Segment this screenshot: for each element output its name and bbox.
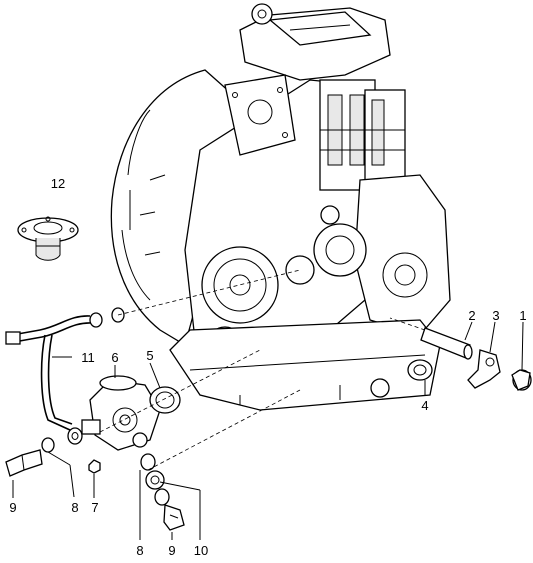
callout-3: 3 (492, 308, 499, 323)
part-6-fuel-pump (81, 375, 161, 451)
callout-6: 6 (111, 350, 118, 365)
callout-7: 7 (91, 500, 98, 515)
part-4-plug (407, 359, 433, 381)
part-3-lever (467, 349, 501, 389)
callout-1: 1 (519, 308, 526, 323)
part-1-cap (511, 369, 532, 391)
callout-8-left: 8 (71, 500, 78, 515)
callout-9-right: 9 (168, 543, 175, 558)
callout-2: 2 (468, 308, 475, 323)
part-12-filler-cap (17, 216, 79, 261)
washers-right (140, 453, 170, 506)
part-5-gasket (149, 386, 181, 414)
callout-4: 4 (421, 398, 428, 413)
callout-10: 10 (194, 543, 208, 558)
callout-5: 5 (146, 348, 153, 363)
part-11-fuel-pipe (5, 307, 125, 431)
callout-8-right: 8 (136, 543, 143, 558)
leader-lines (12, 269, 524, 540)
part-7-nut (88, 459, 101, 474)
callout-11: 11 (81, 350, 95, 365)
banjo-bolt-right (163, 504, 185, 531)
washers-left (41, 427, 83, 453)
callout-12: 12 (51, 176, 65, 191)
callout-9-left: 9 (9, 500, 16, 515)
banjo-bolt-left (5, 449, 43, 477)
part-2-shaft (420, 327, 473, 360)
engine-block (110, 3, 451, 411)
